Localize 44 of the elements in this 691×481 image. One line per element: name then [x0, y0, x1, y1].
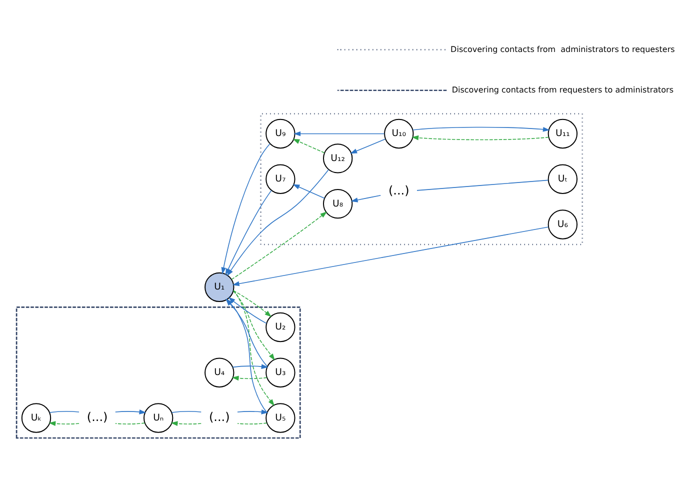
connector [237, 422, 268, 424]
arrow [237, 410, 268, 414]
arrow [232, 226, 549, 286]
arrow [292, 184, 325, 199]
arrow [228, 297, 267, 324]
arrow [292, 138, 325, 154]
arrow [114, 410, 146, 414]
node-circle: U₇ [266, 164, 296, 194]
arrow [233, 290, 275, 406]
node-circle: Uₙ [144, 403, 174, 433]
node-circle: Uₜ [548, 164, 578, 194]
connector [171, 411, 202, 413]
connector [115, 422, 146, 424]
arrow [294, 131, 385, 136]
node-text: (...) [388, 184, 410, 198]
arrow [412, 126, 550, 132]
node-circle: U₄ [204, 358, 234, 388]
cluster [260, 113, 584, 246]
arrow [232, 364, 268, 369]
arrow [233, 290, 272, 318]
node-circle: U₁₂ [322, 144, 353, 174]
arrow [233, 290, 275, 361]
arrow [226, 169, 329, 276]
arrow [412, 135, 550, 140]
connector [416, 180, 549, 191]
node-circle: U₂ [266, 312, 296, 342]
arrow [170, 421, 202, 426]
connector [49, 411, 80, 413]
node-circle: U₅ [266, 403, 296, 433]
node-circle: U₁₁ [548, 118, 578, 149]
node-circle: U₁₀ [384, 118, 414, 149]
cluster [16, 306, 301, 439]
arrow [231, 212, 328, 280]
arrow [350, 194, 382, 202]
arrow [232, 376, 268, 381]
node-circle: U₈ [322, 188, 353, 219]
arrow [350, 138, 386, 154]
node-text: (...) [208, 410, 230, 424]
node-circle: U₆ [548, 210, 578, 240]
node-text: (...) [86, 410, 108, 424]
node-circle: Uₖ [21, 403, 52, 433]
node-circle: U₃ [266, 358, 296, 388]
node-circle: U₉ [266, 118, 296, 149]
arrow [48, 421, 80, 426]
